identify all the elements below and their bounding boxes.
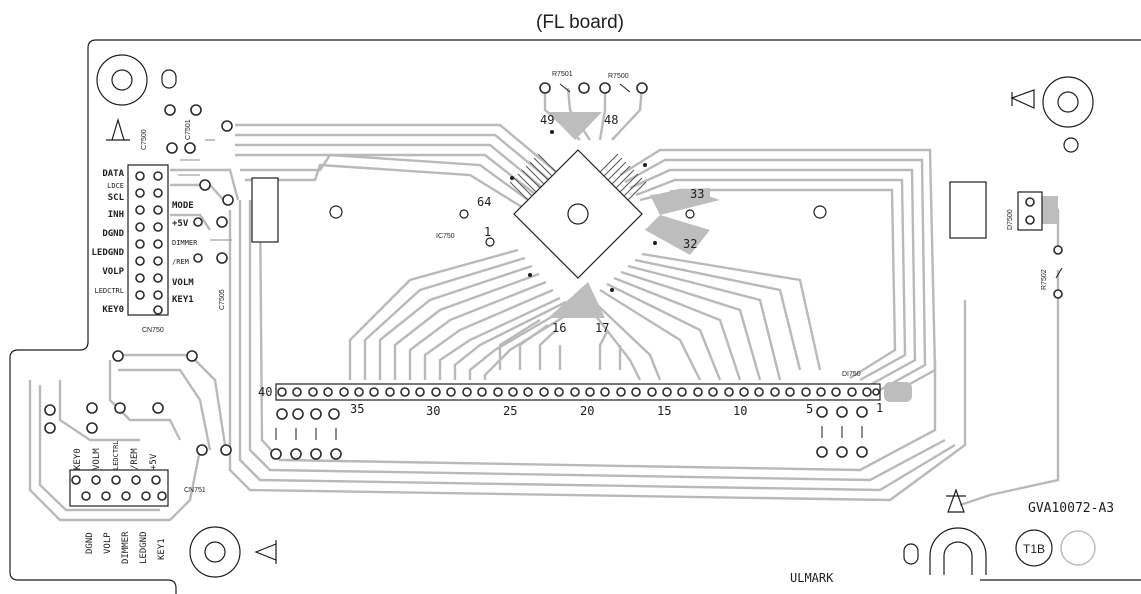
cn750-label-rem: /REM bbox=[172, 258, 189, 266]
right-component-block bbox=[949, 181, 987, 239]
ic-pin-32: 32 bbox=[683, 237, 697, 251]
cn751-top-labels: KEY0 VOLM LEDCTRL /REM +5V bbox=[73, 440, 159, 470]
ic750-pin1-marker bbox=[485, 237, 495, 247]
d7500-pad-a bbox=[1025, 197, 1035, 207]
top-resistors: R7501 R7500 bbox=[539, 71, 648, 94]
cn750-label-5v: +5V bbox=[172, 219, 189, 229]
cn750-label-key1: KEY1 bbox=[172, 295, 194, 305]
cn751-label-dgnd: DGND bbox=[85, 532, 95, 554]
di750-pin-5: 5 bbox=[806, 402, 813, 416]
ic-pin-17: 17 bbox=[595, 321, 609, 335]
cn750-ref: CN750 bbox=[142, 327, 164, 334]
board-outline bbox=[9, 39, 1141, 594]
light-circle bbox=[1060, 530, 1096, 566]
cn751-label-volm: VOLM bbox=[92, 448, 102, 470]
capacitor-block-left bbox=[251, 177, 279, 243]
cn750-label-inh: INH bbox=[108, 210, 124, 220]
r7502-ref: R7502 bbox=[1041, 269, 1048, 290]
cn751-label-key0: KEY0 bbox=[73, 448, 83, 470]
r7502-pad-b bbox=[1053, 289, 1063, 299]
ic750-ref: IC750 bbox=[436, 233, 455, 240]
ic-pin-1: 1 bbox=[484, 225, 491, 239]
cn751-label-ledctrl: LEDCTRL bbox=[112, 440, 120, 470]
d7500-ref: D7500 bbox=[1007, 209, 1014, 230]
r7500-ref: R7500 bbox=[608, 73, 629, 80]
cn750-side-pads bbox=[164, 104, 234, 264]
cn750-label-volp: VOLP bbox=[102, 267, 124, 277]
cn750-left-labels: DATA LDCE SCL INH DGND LEDGND VOLP LEDCT… bbox=[91, 169, 124, 315]
r7502-pad-a bbox=[1053, 245, 1063, 255]
cn750-label-key0: KEY0 bbox=[102, 305, 124, 315]
c7505-ref: C7505 bbox=[219, 289, 226, 310]
screw-icons bbox=[106, 89, 1035, 564]
ic-pin-33: 33 bbox=[690, 187, 704, 201]
cn751-ref: CN751 bbox=[184, 487, 206, 494]
cn750-label-volm: VOLM bbox=[172, 278, 194, 288]
di750-pin-1: 1 bbox=[876, 401, 883, 415]
board-title: (FL board) bbox=[536, 12, 624, 33]
cn750-label-dgnd: DGND bbox=[102, 229, 124, 239]
cn750-connector: CN750 bbox=[127, 164, 169, 334]
t1b-circle bbox=[1015, 529, 1053, 567]
cn751-label-ledgnd: LEDGND bbox=[139, 531, 149, 564]
di750-ref: DI750 bbox=[842, 371, 861, 378]
thin-traces bbox=[178, 139, 232, 241]
c7501-ref: C7501 bbox=[185, 119, 192, 140]
ul-mark: ULMARK bbox=[790, 571, 834, 585]
d7500-pad-k bbox=[1025, 215, 1035, 225]
cn751-label-dimmer: DIMMER bbox=[121, 531, 131, 564]
oval-hole bbox=[903, 543, 919, 565]
cn750-label-mode: MODE bbox=[172, 201, 194, 211]
ic-pin-16: 16 bbox=[552, 321, 566, 335]
r7501-ref: R7501 bbox=[552, 71, 573, 78]
cn751-side-pads bbox=[44, 350, 232, 456]
cn751-label-5v: +5V bbox=[149, 453, 159, 470]
cn750-label-data: DATA bbox=[102, 169, 124, 179]
r7502-body bbox=[1055, 267, 1063, 279]
part-number: GVA10072-A3 bbox=[1028, 501, 1114, 516]
mounting-holes bbox=[96, 54, 1094, 578]
cn750-label-ledgnd: LEDGND bbox=[91, 248, 124, 258]
cn751-connector: CN751 bbox=[69, 469, 206, 507]
copper-traces bbox=[28, 87, 1060, 522]
ic-pin-numbers: 49 48 64 1 33 32 16 17 bbox=[477, 113, 704, 335]
di750-pin-15: 15 bbox=[657, 404, 671, 418]
copper-fills bbox=[548, 112, 1058, 402]
di750-pin-30: 30 bbox=[426, 404, 440, 418]
di750-lower-pads bbox=[270, 406, 868, 460]
ic-pin-64: 64 bbox=[477, 195, 491, 209]
cn751-label-key1: KEY1 bbox=[157, 538, 167, 560]
cn750-label-scl: SCL bbox=[108, 193, 125, 203]
cn751-bottom-labels: DGND VOLP DIMMER LEDGND KEY1 bbox=[85, 531, 167, 564]
ic-pin-48: 48 bbox=[604, 113, 618, 127]
slot-hole-inner bbox=[943, 541, 973, 575]
cn751-label-rem: /REM bbox=[130, 448, 140, 470]
di750-pin-40: 40 bbox=[258, 385, 272, 399]
t1b-label: T1B bbox=[1023, 542, 1045, 556]
di750-display: DI750 bbox=[275, 371, 881, 401]
di750-pin-25: 25 bbox=[503, 404, 517, 418]
di750-pin-20: 20 bbox=[580, 404, 594, 418]
di750-pin-35: 35 bbox=[350, 402, 364, 416]
di750-pin-10: 10 bbox=[733, 404, 747, 418]
cn750-label-ldce: LDCE bbox=[107, 182, 124, 190]
ic750-chip bbox=[509, 149, 647, 279]
cn750-label-dimmer: DIMMER bbox=[172, 239, 198, 247]
cn751-label-volp: VOLP bbox=[103, 532, 113, 554]
ic-pin-49: 49 bbox=[540, 113, 554, 127]
ic-dots bbox=[510, 130, 657, 292]
cn750-right-labels: MODE +5V DIMMER /REM VOLM KEY1 bbox=[172, 201, 198, 305]
c7500-ref: C7500 bbox=[141, 129, 148, 150]
di750-pin-numbers: 40 35 30 25 20 15 10 5 1 bbox=[258, 385, 883, 418]
cn750-label-ledctrl: LEDCTRL bbox=[94, 287, 124, 295]
